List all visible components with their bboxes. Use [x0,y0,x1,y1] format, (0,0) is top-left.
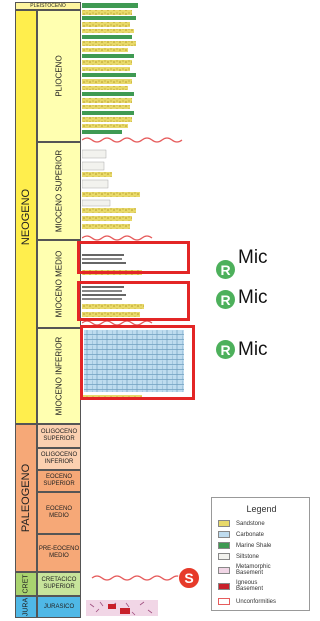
era-cret-label: CRET [22,574,30,594]
reservoir-label-2: Mic [238,287,268,308]
reservoir-badge-2: R [216,290,235,309]
stage-cretacico-superior-label: CRETACICO SUPERIOR [41,577,77,590]
unconformity-line-4 [91,575,183,581]
igneous-swatch [218,582,230,590]
legend-label-siltstone: Siltstone [236,553,260,560]
reservoir-label-3: Mic [238,339,268,360]
legend-label-unconformities: Unconformities [236,598,277,605]
stage-oligoceno-superior-label: OLIGOCENO SUPERIOR [40,429,78,442]
stage-oligoceno-inferior: OLIGOCENO INFERIOR [37,448,81,470]
stage-mioceno-superior: MIOCENO SUPERIOR [37,142,81,240]
siltstone-swatch [218,553,230,560]
pleistoceno-label: PLEISTOCENO [30,2,66,9]
legend-item-marine-shale: Marine Shale [218,541,271,550]
pleistoceno-cell: PLEISTOCENO [15,2,81,10]
stage-plioceno: PLIOCENO [37,10,81,142]
marine-shale-swatch [218,542,230,549]
legend-item-unconformities: Unconformities [218,597,276,606]
legend-item-carbonate: Carbonate [218,530,264,539]
legend-item-igneous: Igneous Basement [218,579,272,593]
stage-eoceno-superior-label: EOCENO SUPERIOR [43,474,75,487]
legend-label-sandstone: Sandstone [236,520,265,527]
unconformity-line-1 [82,137,183,143]
stage-cretacico-superior: CRETACICO SUPERIOR [37,572,81,596]
stage-mioceno-medio: MIOCENO MEDIO [37,240,81,328]
era-paleogeno-label: PALEOGENO [20,463,32,533]
unconformity-swatch [218,598,230,605]
era-jura-label: JURA [22,597,30,617]
plioceno-beds [82,3,138,134]
stage-jurasico-label: JURASICO [43,603,75,610]
source-rock-badge: S [178,567,200,589]
stage-plioceno-label: PLIOCENO [54,55,64,97]
legend-label-metamorphic: Metamorphic Basement [236,564,271,576]
lithology-column [82,3,184,616]
jurassic-basement [86,600,158,616]
carbonate-swatch [218,531,230,538]
legend: Legend Sandstone Carbonate Marine Shale … [211,497,310,611]
stage-mioceno-inferior: MIOCENO INFERIOR [37,328,81,424]
stage-eoceno-medio-label: EOCENO MEDIO [45,506,72,519]
reservoir-box-3 [80,325,195,400]
stage-pre-eoceno-medio: PRE-EOCENO MEDIO [37,534,81,572]
reservoir-badge-3: R [216,340,235,359]
stage-eoceno-superior: EOCENO SUPERIOR [37,470,81,492]
sandstone-swatch [218,520,230,527]
legend-item-siltstone: Siltstone [218,552,259,561]
legend-title: Legend [246,504,277,514]
era-neogeno-label: NEOGENO [20,188,32,246]
unconformity-line-2 [82,235,153,241]
legend-label-carbonate: Carbonate [236,531,265,538]
legend-label-igneous: Igneous Basement [236,580,264,592]
reservoir-badge-1: R [216,260,235,279]
stage-mioceno-medio-label: MIOCENO MEDIO [54,250,64,318]
metamorphic-swatch [218,566,230,574]
stage-jurasico: JURASICO [37,596,81,618]
stage-mioceno-superior-label: MIOCENO SUPERIOR [54,149,64,233]
stage-oligoceno-inferior-label: OLIGOCENO INFERIOR [40,452,78,465]
stage-pre-eoceno-medio-label: PRE-EOCENO MEDIO [38,546,80,559]
mioceno-superior-beds [82,149,140,229]
reservoir-box-2 [77,281,190,321]
era-jura: JURA [15,596,37,618]
mioceno-inferior-carbonate [84,330,184,392]
reservoir-label-1: Mic [238,247,268,268]
legend-item-metamorphic: Metamorphic Basement [218,563,276,577]
legend-item-sandstone: Sandstone [218,519,265,528]
stage-eoceno-medio: EOCENO MEDIO [37,492,81,534]
stage-oligoceno-superior: OLIGOCENO SUPERIOR [37,424,81,448]
reservoir-box-1 [77,241,190,274]
stratigraphic-column: PLEISTOCENO NEOGENO PLIOCENO MIOCENO SUP… [0,0,82,621]
era-paleogeno: PALEOGENO [15,424,37,572]
era-cret: CRET [15,572,37,596]
era-neogeno: NEOGENO [15,10,37,424]
stage-mioceno-inferior-label: MIOCENO INFERIOR [54,336,64,416]
legend-label-marine-shale: Marine Shale [236,542,272,549]
